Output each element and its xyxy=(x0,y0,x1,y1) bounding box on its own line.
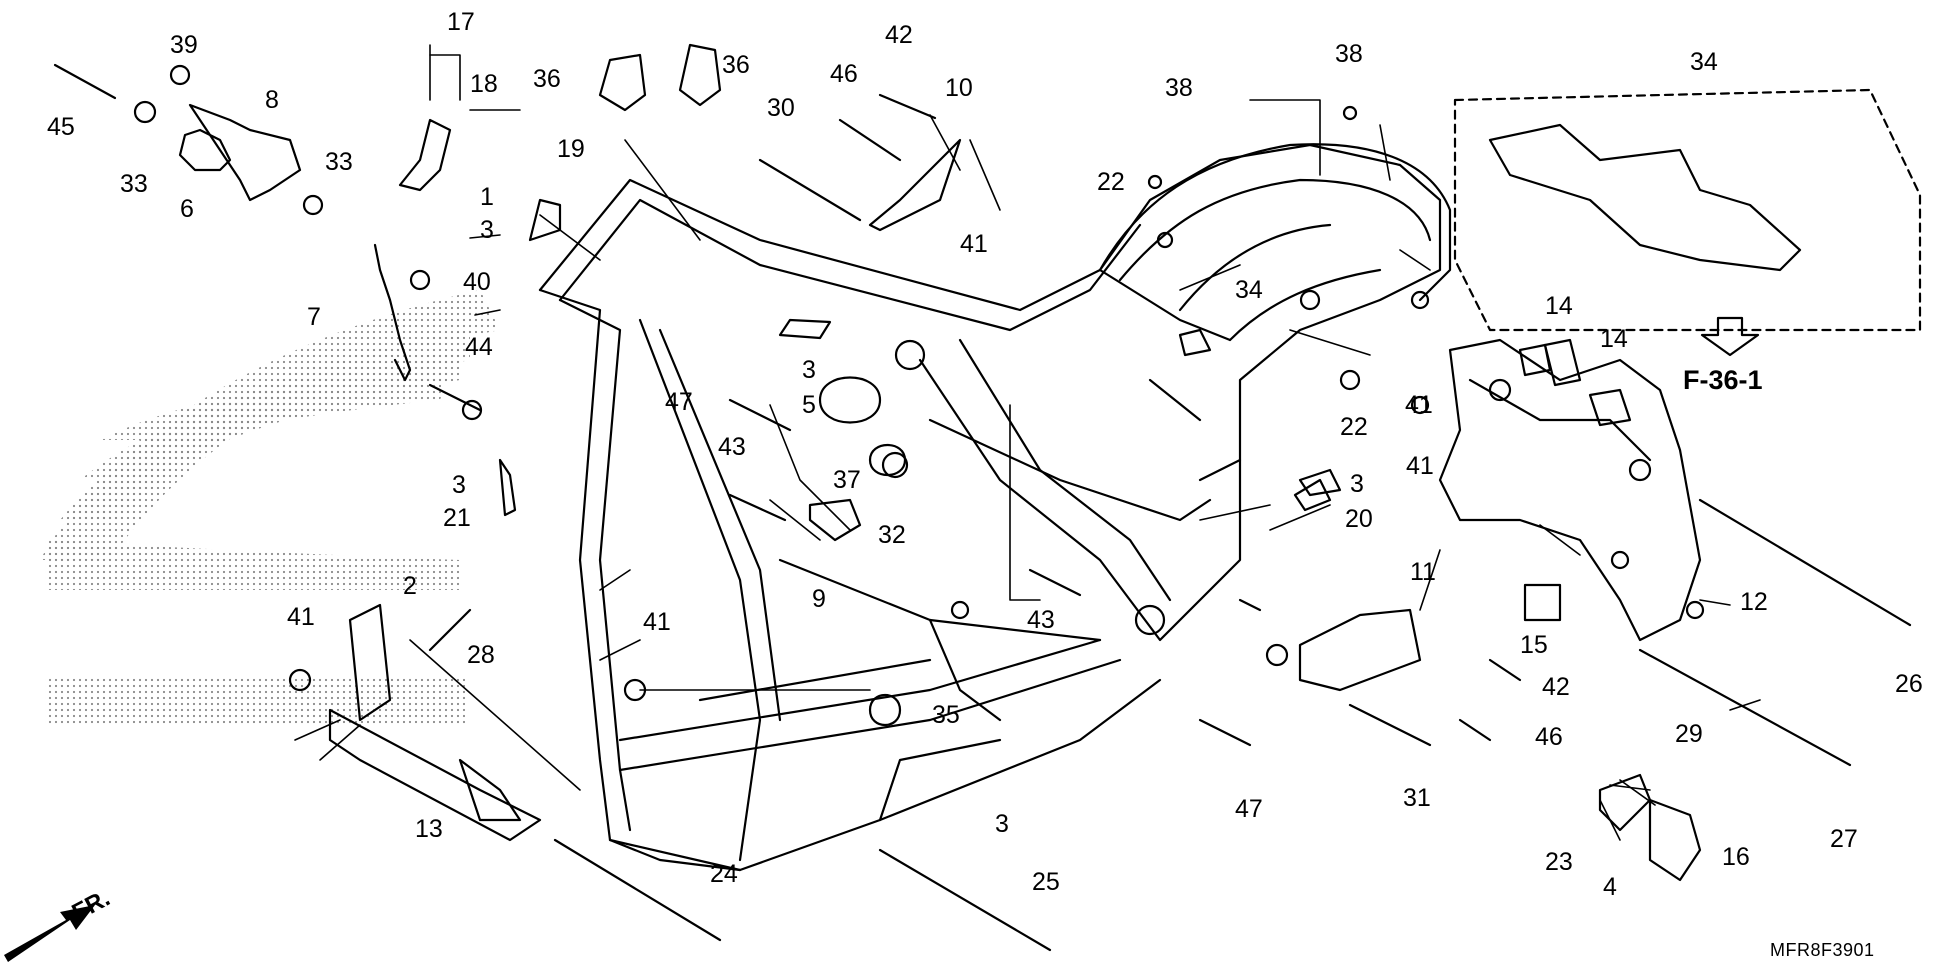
part-label: 4 xyxy=(1603,873,1617,901)
part-label: 40 xyxy=(463,268,491,296)
part-label: 37 xyxy=(833,466,861,494)
part-label: 30 xyxy=(767,94,795,122)
part-label: 44 xyxy=(465,333,493,361)
part-label: 34 xyxy=(1690,48,1718,76)
part-label: 11 xyxy=(1410,558,1436,586)
part-label: 21 xyxy=(443,504,471,532)
part-label: 22 xyxy=(1340,413,1368,441)
diagram-code: MFR8F3901 xyxy=(1770,940,1875,960)
part-label: 26 xyxy=(1895,670,1923,698)
part-label: 27 xyxy=(1830,825,1858,853)
part-label: 39 xyxy=(170,31,198,59)
part-label: 3 xyxy=(480,216,494,244)
leader-lines xyxy=(294,44,1761,841)
part-label: 41 xyxy=(1405,391,1433,419)
part-label: 15 xyxy=(1520,631,1548,659)
rear-hanger-bracket xyxy=(1438,338,1702,642)
part-label: 3 xyxy=(802,356,816,384)
part-label: 41 xyxy=(1406,452,1434,480)
part-label: 12 xyxy=(1740,588,1768,616)
part-label: 34 xyxy=(1235,276,1263,304)
part-label: 28 xyxy=(467,641,495,669)
part-label: 32 xyxy=(878,521,906,549)
part-label: 2 xyxy=(403,572,417,600)
part-label: 18 xyxy=(470,70,498,98)
part-label: 38 xyxy=(1165,74,1193,102)
part-label: 8 xyxy=(265,86,279,114)
part-label: 43 xyxy=(1027,606,1055,634)
main-frame xyxy=(538,143,1442,872)
rear-fender xyxy=(1098,143,1452,342)
part-label: 41 xyxy=(960,230,988,258)
part-label: 10 xyxy=(945,74,973,102)
part-label: 25 xyxy=(1032,868,1060,896)
part-label: 35 xyxy=(932,701,960,729)
part-label: 33 xyxy=(120,170,148,198)
part-label: 13 xyxy=(415,815,443,843)
part-label: 14 xyxy=(1545,292,1573,320)
reference-code: F-36-1 xyxy=(1683,365,1763,395)
part-label: 9 xyxy=(812,585,826,613)
part-label: 23 xyxy=(1545,848,1573,876)
part-label: 46 xyxy=(1535,723,1563,751)
reference-arrow xyxy=(1700,316,1760,357)
part-label: 20 xyxy=(1345,505,1373,533)
part-label: 41 xyxy=(643,608,671,636)
inset-dashed-box xyxy=(1453,88,1922,332)
bolts xyxy=(53,63,1912,952)
part-label: 3 xyxy=(452,471,466,499)
part-label: 36 xyxy=(533,65,561,93)
part-label: 7 xyxy=(307,303,321,331)
part-label: 45 xyxy=(47,113,75,141)
small-parts xyxy=(133,43,1705,882)
part-label: 29 xyxy=(1675,720,1703,748)
part-label: 24 xyxy=(710,860,738,888)
part-label: 6 xyxy=(180,195,194,223)
part-label: 19 xyxy=(557,135,585,163)
part-label: 36 xyxy=(722,51,750,79)
part-label: 5 xyxy=(802,391,816,419)
part-label: 1 xyxy=(480,183,494,211)
part-label: 43 xyxy=(718,433,746,461)
part-label: 47 xyxy=(665,388,693,416)
part-label: 16 xyxy=(1722,843,1750,871)
part-label: 42 xyxy=(1542,673,1570,701)
part-label: 46 xyxy=(830,60,858,88)
part-label: 38 xyxy=(1335,40,1363,68)
part-label: 3 xyxy=(1350,470,1364,498)
front-arrow xyxy=(4,905,95,962)
part-label: 22 xyxy=(1097,168,1125,196)
part-label: 41 xyxy=(287,603,315,631)
part-label: 42 xyxy=(885,21,913,49)
part-label: 47 xyxy=(1235,795,1263,823)
part-label: 14 xyxy=(1600,325,1628,353)
honda-wing-watermark xyxy=(40,290,500,726)
part-label: 33 xyxy=(325,148,353,176)
part-label: 17 xyxy=(447,8,475,36)
part-label: 3 xyxy=(995,810,1009,838)
part-label: 31 xyxy=(1403,784,1431,812)
